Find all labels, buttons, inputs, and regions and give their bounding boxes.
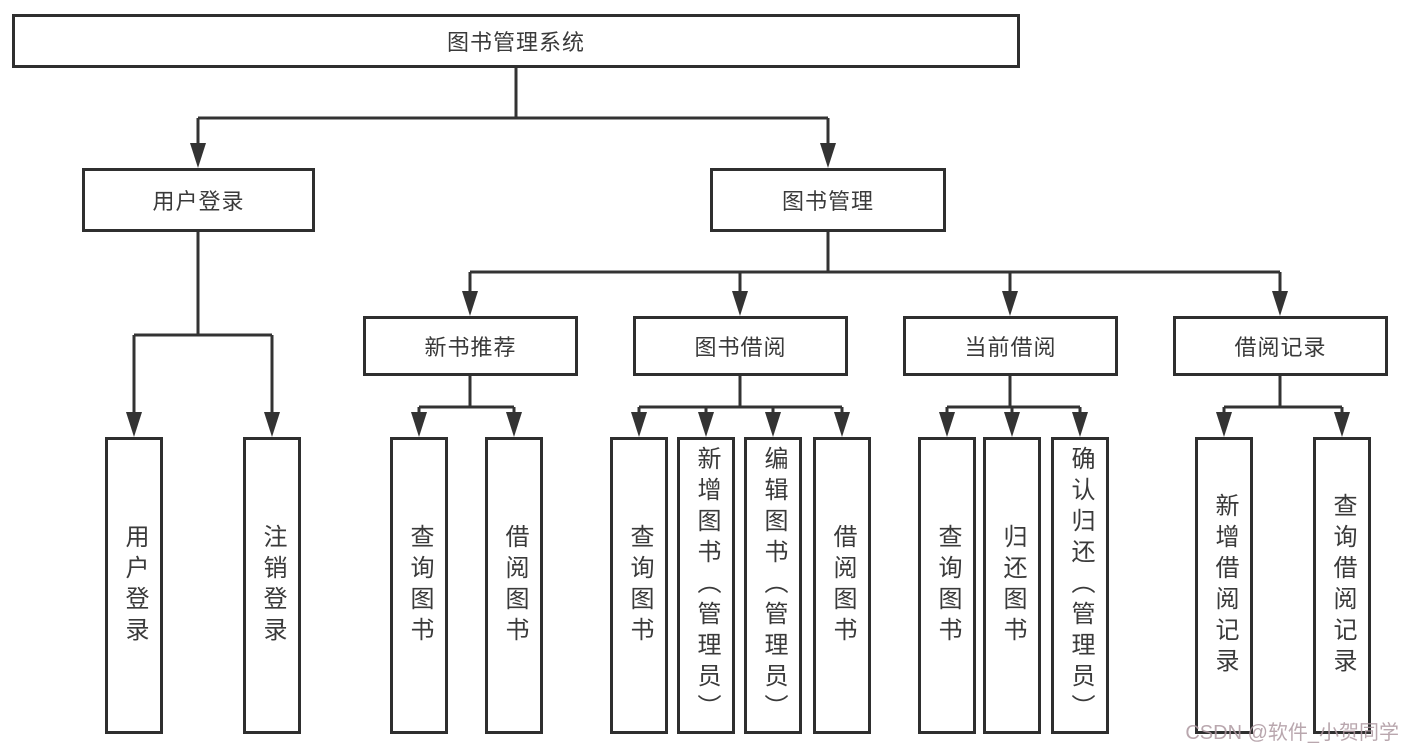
leaf-logout: 注销登录 (243, 437, 301, 734)
node-current-borrowing: 当前借阅 (903, 316, 1118, 376)
node-current-borrowing-label: 当前借阅 (964, 335, 1057, 360)
node-root: 图书管理系统 (12, 14, 1020, 68)
arrowheads (126, 143, 1350, 437)
node-borrowing-records-label: 借阅记录 (1234, 335, 1327, 360)
leaf-confirm-return-admin: 确认归还（管理员） (1051, 437, 1109, 734)
leaf-add-borrow-record-label: 新增借阅记录 (1211, 492, 1238, 679)
leaf-query-books-recommend: 查询图书 (390, 437, 448, 734)
node-borrowing-records: 借阅记录 (1173, 316, 1388, 376)
leaf-query-books-current-label: 查询图书 (934, 523, 961, 648)
leaf-edit-book-admin-label: 编辑图书（管理员） (760, 446, 787, 725)
leaf-query-borrow-record-label: 查询借阅记录 (1329, 492, 1356, 679)
leaf-add-book-admin: 新增图书（管理员） (677, 437, 735, 734)
leaf-edit-book-admin: 编辑图书（管理员） (744, 437, 802, 734)
node-user-login-label: 用户登录 (152, 189, 245, 214)
leaf-user-login-label: 用户登录 (121, 523, 148, 648)
leaf-logout-label: 注销登录 (259, 523, 286, 648)
leaf-query-books-recommend-label: 查询图书 (406, 523, 433, 648)
node-book-borrowing-label: 图书借阅 (694, 335, 787, 360)
leaf-confirm-return-admin-label: 确认归还（管理员） (1067, 446, 1094, 725)
leaf-query-books-borrow-label: 查询图书 (626, 523, 653, 648)
leaf-add-borrow-record: 新增借阅记录 (1195, 437, 1253, 734)
leaf-return-book-label: 归还图书 (999, 523, 1026, 648)
node-new-book-recommend-label: 新书推荐 (424, 335, 517, 360)
leaf-borrow-books: 借阅图书 (813, 437, 871, 734)
leaf-borrow-books-label: 借阅图书 (829, 523, 856, 648)
node-book-management: 图书管理 (710, 168, 946, 232)
leaf-user-login: 用户登录 (105, 437, 163, 734)
leaf-query-borrow-record: 查询借阅记录 (1313, 437, 1371, 734)
leaf-query-books-current: 查询图书 (918, 437, 976, 734)
node-user-login: 用户登录 (82, 168, 315, 232)
node-book-borrowing: 图书借阅 (633, 316, 848, 376)
leaf-borrow-books-recommend-label: 借阅图书 (501, 523, 528, 648)
node-new-book-recommend: 新书推荐 (363, 316, 578, 376)
leaf-borrow-books-recommend: 借阅图书 (485, 437, 543, 734)
leaf-return-book: 归还图书 (983, 437, 1041, 734)
node-root-label: 图书管理系统 (446, 30, 585, 55)
leaf-add-book-admin-label: 新增图书（管理员） (693, 446, 720, 725)
leaf-query-books-borrow: 查询图书 (610, 437, 668, 734)
node-book-management-label: 图书管理 (781, 189, 874, 214)
watermark-text: CSDN @软件_小贺同学 (1185, 722, 1399, 744)
